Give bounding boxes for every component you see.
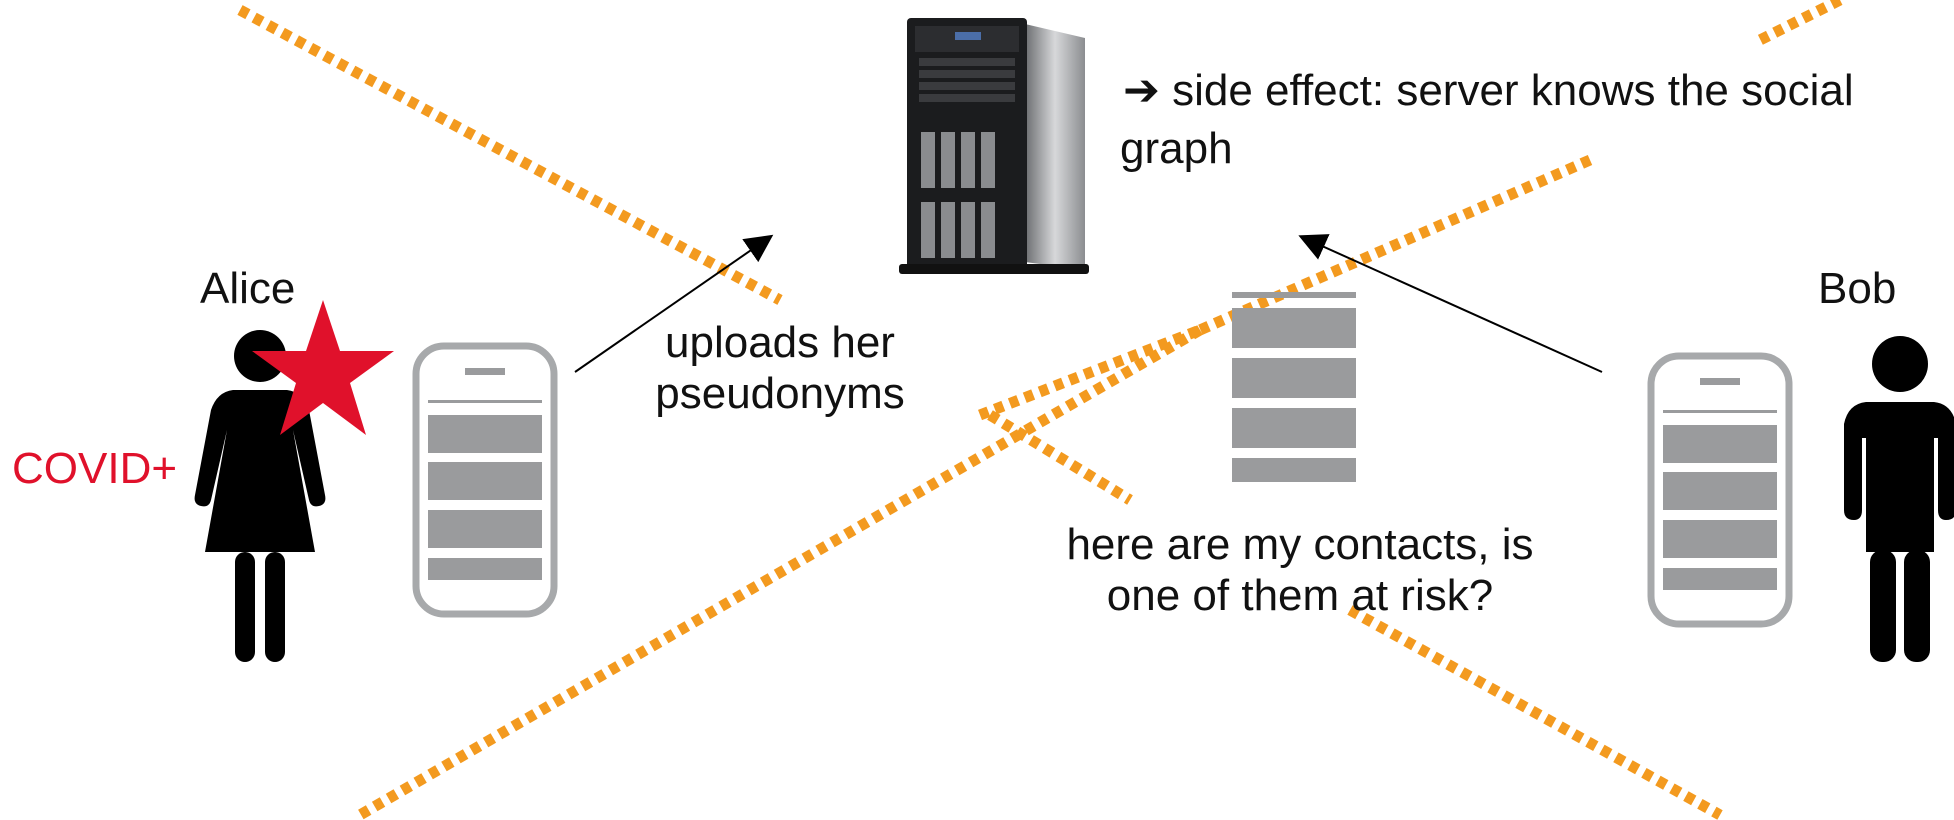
smartphone-icon	[412, 342, 558, 618]
cross-line-lower-right-left	[987, 410, 1133, 505]
cross-line-lower-right	[1347, 605, 1723, 820]
alice-name: Alice	[200, 264, 296, 313]
person-male-icon	[1844, 336, 1954, 662]
cross-line-center-mid	[978, 324, 1202, 421]
cross-line-upper-left	[237, 5, 783, 305]
covid-status: COVID+	[12, 444, 178, 493]
bob-name: Bob	[1818, 264, 1897, 313]
data-stack-icon	[1232, 292, 1356, 482]
query-text-line2: one of them at risk?	[1106, 570, 1494, 620]
star-icon	[252, 300, 394, 435]
upload-text-line2: pseudonyms	[655, 368, 905, 418]
query-text: here are my contacts, is one of them at …	[1040, 520, 1560, 621]
person-female-icon	[194, 330, 326, 662]
upload-text-line1: uploads her	[665, 318, 895, 367]
server-note-text: side effect: server knows the social	[1172, 66, 1854, 115]
upload-text: uploads her pseudonyms	[650, 318, 910, 419]
cross-line-upper-right-mid	[1197, 154, 1593, 336]
query-text-line1: here are my contacts, is	[1066, 520, 1534, 569]
arrow-icon: ➔	[1123, 66, 1160, 115]
cross-line-lower-left	[357, 325, 1203, 820]
smartphone-icon	[1647, 352, 1793, 628]
server-note-line2: graph	[1120, 124, 1233, 173]
server-note-line1: ➔ side effect: server knows the social	[1123, 66, 1854, 117]
server-tower-icon	[899, 18, 1089, 274]
